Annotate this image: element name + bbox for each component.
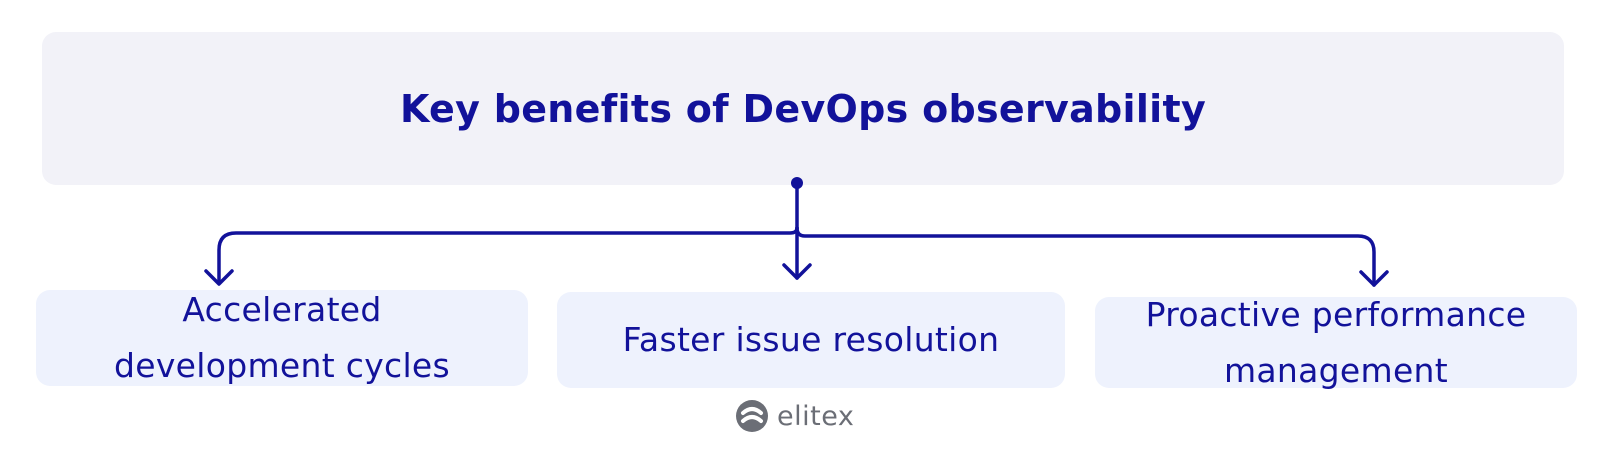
connector-branch-left [217,226,799,285]
benefit-box-proactive-performance: Proactive performance management [1095,295,1577,390]
benefit-text: Proactive performance management [1146,287,1527,399]
elitex-logo: elitex [735,399,854,433]
connector-branch-right [795,226,1376,287]
benefit-line: Proactive performance [1145,294,1527,334]
benefit-text: Faster issue resolution [623,312,1000,368]
benefit-box-faster-issue-resolution: Faster issue resolution [557,292,1065,388]
benefit-box-accelerated-development: Accelerated development cycles [36,290,528,386]
benefit-line: Accelerated [182,290,382,329]
benefit-line: development cycles [113,346,451,385]
title-box: Key benefits of DevOps observability [42,32,1564,185]
logo-text: elitex [777,400,855,432]
elitex-logo-icon [736,400,768,432]
diagram-title: Key benefits of DevOps observability [399,86,1207,131]
benefit-line: Faster issue resolution [622,320,1000,359]
arrowhead-center [782,263,812,280]
arrowhead-right [1359,270,1389,287]
benefit-line: management [1223,350,1449,390]
benefit-text: Accelerated development cycles [114,282,450,394]
